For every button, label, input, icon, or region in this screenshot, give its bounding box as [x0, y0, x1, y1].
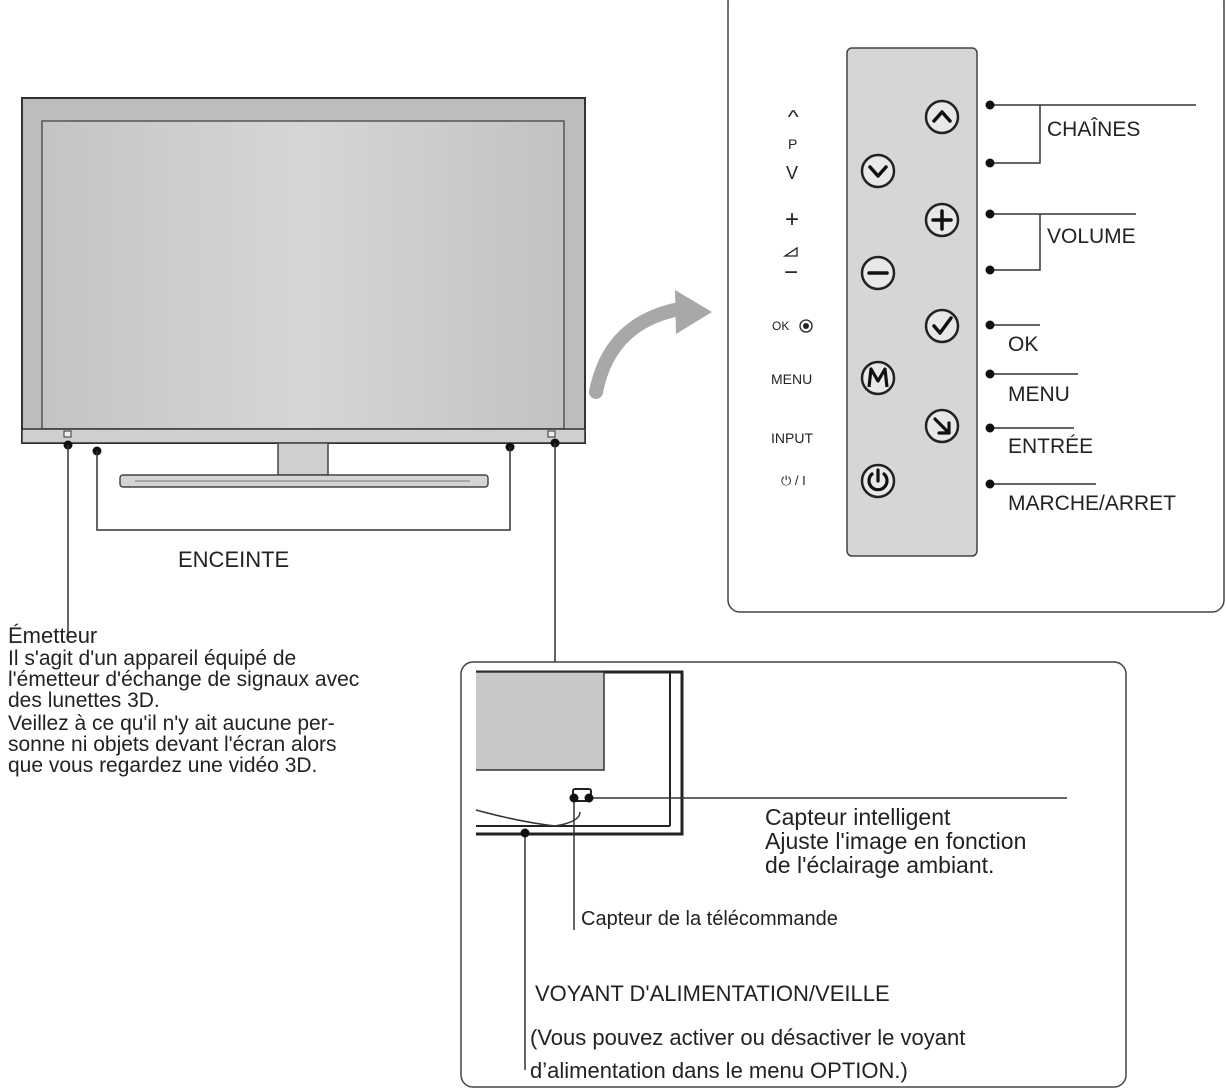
- side-label-p: P: [788, 136, 798, 152]
- side-label-vol-minus: −: [784, 259, 799, 286]
- callout-lines: [990, 104, 1196, 485]
- callout-menu: MENU: [1008, 383, 1070, 406]
- smart-sensor-description: Capteur intelligent Ajuste l'image en fo…: [765, 805, 1026, 877]
- side-label-power: ⏻ / I: [781, 473, 806, 488]
- channel-down-icon[interactable]: [860, 153, 896, 189]
- side-label-input: INPUT: [771, 430, 813, 446]
- tv-neck: [277, 442, 329, 476]
- emitter-line-4: Veillez à ce qu'il n'y ait aucune per-: [8, 712, 335, 735]
- emitter-line-5: sonne ni objets devant l'écran alors: [8, 733, 337, 756]
- volume-down-icon[interactable]: [860, 255, 896, 291]
- detail-dots: [520, 793, 594, 838]
- power-led-note-line-2: d’alimentation dans le menu OPTION.): [530, 1058, 908, 1083]
- callout-channels: CHAÎNES: [1047, 118, 1141, 141]
- power-icon[interactable]: [860, 463, 896, 499]
- emitter-line-2: l'émetteur d'échange de signaux avec: [8, 668, 360, 691]
- emitter-line-3: des lunettes 3D.: [8, 689, 160, 712]
- volume-up-icon[interactable]: [924, 202, 960, 238]
- speaker-bracket: [96, 447, 511, 531]
- side-label-channel-down: V: [786, 163, 799, 183]
- side-label-ok: OK: [772, 319, 790, 333]
- detail-leaders: [524, 797, 1067, 1070]
- side-label-vol-plus: +: [785, 206, 800, 233]
- emitter-line-1: Il s'agit d'un appareil équipé de: [8, 647, 297, 670]
- callout-dots: [985, 100, 995, 489]
- callout-power: MARCHE/ARRET: [1008, 492, 1177, 515]
- ok-target-icon: [799, 319, 813, 333]
- volume-wedge-icon: [782, 246, 798, 257]
- smart-sensor-title: Capteur intelligent: [765, 804, 951, 830]
- ok-check-icon[interactable]: [924, 308, 960, 344]
- curved-arrow: [589, 290, 712, 399]
- emitter-description: Émetteur Il s'agit d'un appareil équipé …: [8, 623, 360, 777]
- remote-sensor-label: Capteur de la télécommande: [581, 908, 838, 930]
- power-led-note-line-1: (Vous pouvez activer ou désactiver le vo…: [530, 1025, 966, 1050]
- channel-up-icon[interactable]: [924, 99, 960, 135]
- emitter-title: Émetteur: [8, 623, 98, 648]
- smart-sensor-line-1: Ajuste l'image en fonction: [765, 828, 1027, 854]
- emitter-sensor: [63, 430, 72, 438]
- smart-sensor-small: [547, 430, 556, 438]
- side-label-channel-up: ^: [787, 107, 799, 127]
- detail-tv-corner: [475, 670, 684, 836]
- menu-m-icon[interactable]: [860, 360, 896, 396]
- smart-sensor-line-2: de l'éclairage ambiant.: [765, 852, 995, 878]
- detail-frame: [460, 661, 1127, 1088]
- tv-screen: [41, 120, 565, 430]
- tv-bottom-strip: [21, 428, 586, 444]
- tv-illustration: [21, 97, 586, 662]
- power-led-title: VOYANT D'ALIMENTATION/VEILLE: [535, 981, 890, 1006]
- power-led-note: (Vous pouvez activer ou désactiver le vo…: [530, 1021, 965, 1087]
- callout-ok: OK: [1008, 333, 1039, 356]
- speaker-label: ENCEINTE: [178, 547, 290, 572]
- callout-input: ENTRÉE: [1008, 435, 1094, 458]
- input-arrow-icon[interactable]: [924, 408, 960, 444]
- emitter-line-6: que vous regardez une vidéo 3D.: [8, 754, 318, 777]
- side-label-menu: MENU: [771, 371, 813, 387]
- callout-volume: VOLUME: [1047, 225, 1136, 248]
